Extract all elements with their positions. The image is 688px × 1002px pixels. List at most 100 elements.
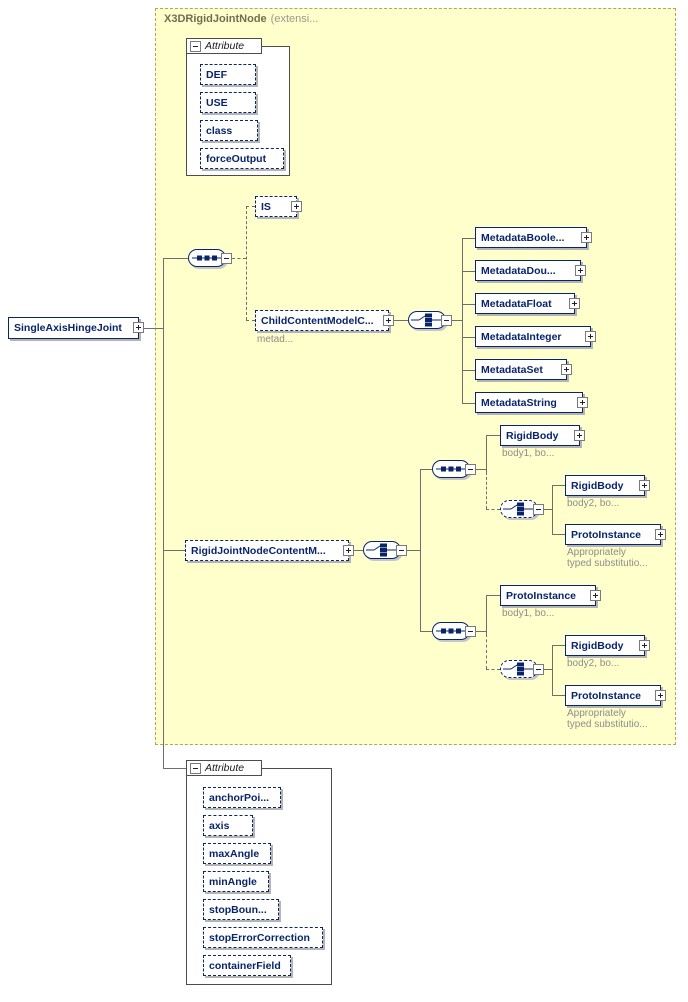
minus-icon[interactable] — [533, 504, 544, 515]
plus-icon[interactable] — [343, 545, 354, 556]
connector-line — [462, 304, 475, 305]
plus-icon[interactable] — [590, 590, 601, 601]
connector-line — [486, 595, 487, 634]
element-singleaxishingejoint[interactable]: SingleAxisHingeJoint — [8, 317, 139, 339]
minus-icon[interactable] — [441, 315, 452, 326]
connector-line — [462, 238, 463, 403]
choice-icon — [503, 502, 535, 516]
minus-icon[interactable] — [465, 464, 476, 475]
attribute-stopbounce[interactable]: stopBoun... — [203, 899, 279, 920]
annotation: Appropriately typed substitutio... — [567, 708, 648, 730]
element-rigidbody[interactable]: RigidBody — [500, 425, 580, 446]
connector-line — [407, 550, 420, 551]
connector-line — [420, 631, 432, 632]
element-childcontentmodel[interactable]: ChildContentModelC... — [255, 310, 389, 331]
attribute-group-tab[interactable]: Attribute — [186, 38, 262, 54]
element-metadatastring[interactable]: MetadataString — [475, 392, 583, 413]
connector-line — [462, 403, 475, 404]
connector-line — [552, 485, 565, 486]
connector-line — [420, 469, 432, 470]
element-metadatafloat[interactable]: MetadataFloat — [475, 293, 575, 314]
element-metadataboolean[interactable]: MetadataBoole... — [475, 227, 587, 248]
sequence-icon — [436, 628, 466, 634]
connector-line — [462, 238, 475, 239]
element-protoinstance[interactable]: ProtoInstance — [565, 524, 661, 545]
minus-icon[interactable] — [533, 664, 544, 675]
choice-compositor[interactable] — [500, 500, 538, 518]
element-metadatadouble[interactable]: MetadataDou... — [475, 260, 581, 281]
sequence-compositor[interactable] — [432, 622, 470, 640]
connector-line — [486, 509, 500, 510]
connector-line — [476, 631, 486, 632]
plus-icon[interactable] — [569, 298, 580, 309]
connector-line — [486, 669, 500, 670]
connector-line — [246, 206, 247, 320]
choice-compositor[interactable] — [408, 311, 446, 329]
connector-line — [232, 258, 246, 259]
frame-title: X3DRigidJointNode(extensi... — [164, 13, 318, 25]
minus-icon[interactable] — [221, 253, 232, 264]
element-metadataset[interactable]: MetadataSet — [475, 359, 567, 380]
connector-line — [544, 509, 552, 510]
plus-icon[interactable] — [574, 430, 585, 441]
connector-line — [486, 435, 487, 472]
element-protoinstance[interactable]: ProtoInstance — [500, 585, 596, 606]
element-rigidjointnodecontentmodel[interactable]: RigidJointNodeContentM... — [185, 540, 349, 561]
minus-icon[interactable] — [190, 762, 201, 774]
connector-line — [246, 320, 255, 321]
attribute-stoperrorcorrection[interactable]: stopErrorCorrection — [203, 927, 323, 948]
element-protoinstance[interactable]: ProtoInstance — [565, 685, 661, 706]
annotation-line: typed substitutio... — [567, 558, 648, 569]
minus-icon[interactable] — [465, 626, 476, 637]
plus-icon[interactable] — [575, 265, 586, 276]
plus-icon[interactable] — [655, 529, 666, 540]
connector-line — [486, 435, 500, 436]
connector-line — [486, 634, 487, 669]
attribute-def[interactable]: DEF — [200, 64, 256, 85]
attribute-anchorpoint[interactable]: anchorPoi... — [203, 787, 281, 808]
connector-line — [552, 645, 553, 695]
element-rigidbody[interactable]: RigidBody — [565, 475, 645, 496]
annotation: body1, bo... — [502, 448, 555, 459]
attribute-axis[interactable]: axis — [203, 815, 253, 836]
sequence-icon — [436, 466, 466, 472]
attribute-use[interactable]: USE — [200, 92, 256, 113]
connector-line — [452, 320, 462, 321]
plus-icon[interactable] — [383, 315, 394, 326]
annotation-line: Appropriately — [567, 547, 626, 558]
connector-line — [486, 472, 487, 509]
plus-icon[interactable] — [133, 322, 144, 333]
connector-line — [544, 669, 552, 670]
attribute-group-tab[interactable]: Attribute — [186, 760, 262, 776]
connector-line — [163, 258, 188, 259]
annotation: body2, bo... — [567, 658, 620, 669]
connector-line — [246, 206, 255, 207]
minus-icon[interactable] — [396, 545, 407, 556]
plus-icon[interactable] — [561, 364, 572, 375]
element-metadatainteger[interactable]: MetadataInteger — [475, 326, 591, 347]
connector-line — [476, 469, 486, 470]
plus-icon[interactable] — [639, 640, 650, 651]
attribute-maxangle[interactable]: maxAngle — [203, 843, 271, 864]
plus-icon[interactable] — [655, 690, 666, 701]
attribute-forceoutput[interactable]: forceOutput — [200, 148, 284, 169]
plus-icon[interactable] — [639, 480, 650, 491]
attribute-containerfield[interactable]: containerField — [203, 955, 291, 976]
choice-compositor[interactable] — [363, 541, 401, 559]
connector-line — [552, 534, 565, 535]
connector-line — [163, 550, 185, 551]
connector-line — [552, 695, 565, 696]
plus-icon[interactable] — [581, 232, 592, 243]
attribute-minangle[interactable]: minAngle — [203, 871, 269, 892]
plus-icon[interactable] — [577, 397, 588, 408]
sequence-icon — [192, 255, 222, 261]
plus-icon[interactable] — [291, 201, 302, 212]
connector-line — [462, 271, 475, 272]
element-rigidbody[interactable]: RigidBody — [565, 635, 645, 656]
attribute-class[interactable]: class — [200, 120, 258, 141]
plus-icon[interactable] — [585, 331, 596, 342]
connector-line — [486, 595, 500, 596]
choice-icon — [366, 543, 398, 557]
minus-icon[interactable] — [190, 40, 201, 52]
